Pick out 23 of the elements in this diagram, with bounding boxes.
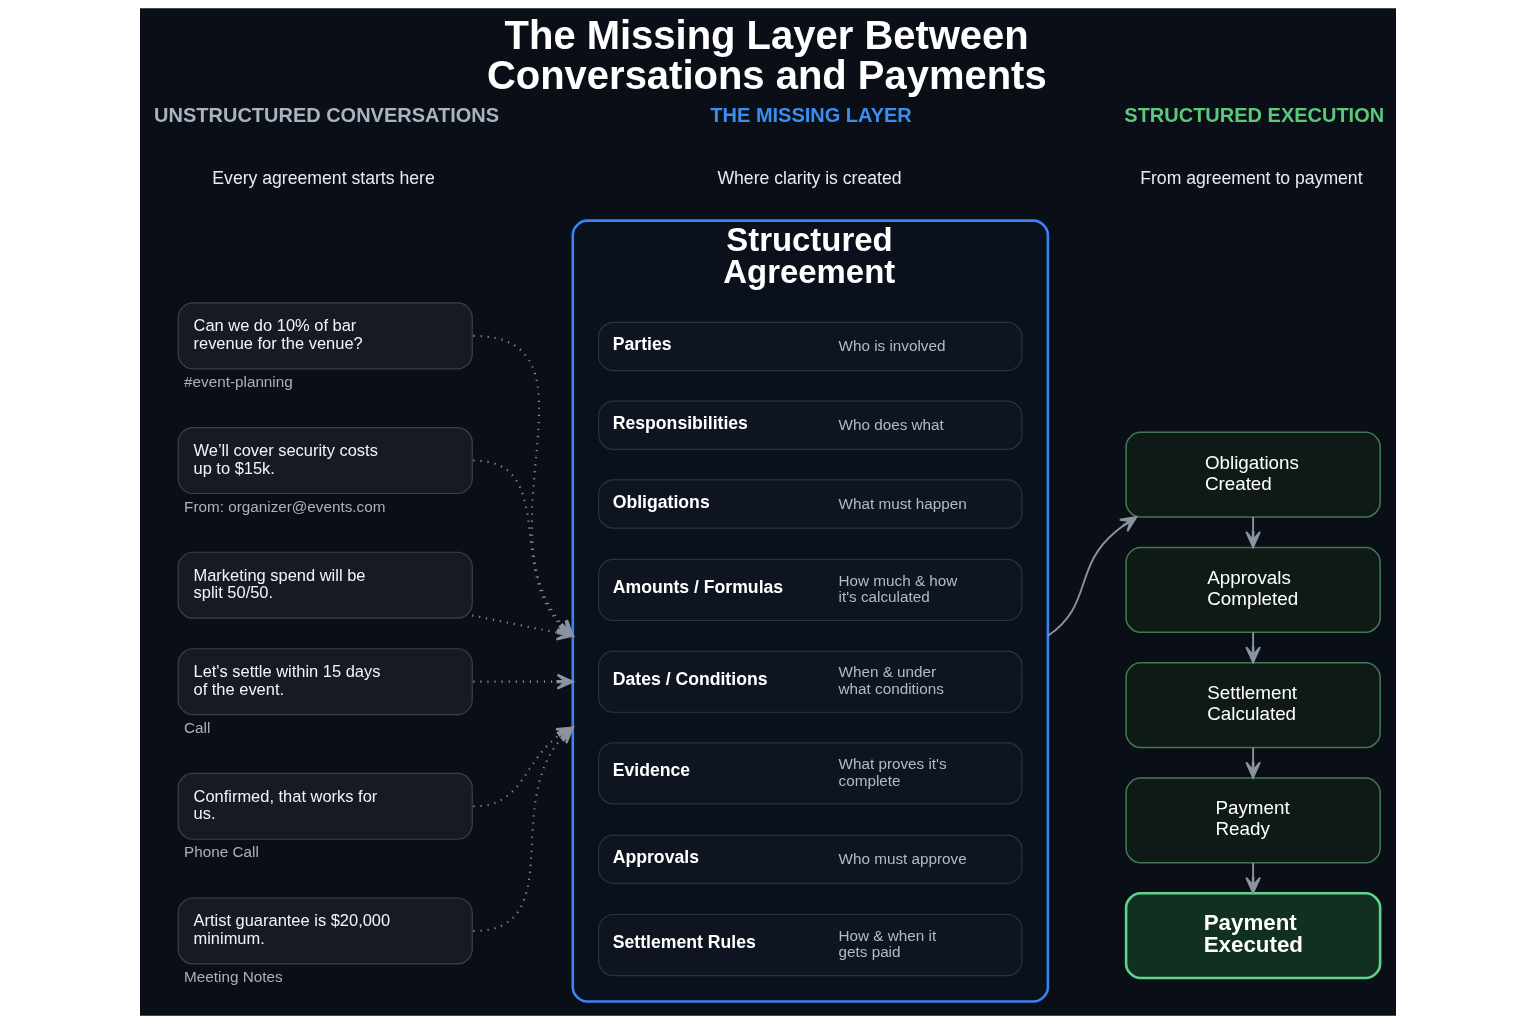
node-box: Settlement Calculated [1125,662,1381,749]
node-label: From: organizer@events.com [184,497,386,515]
arrow [1245,516,1261,549]
node-box: Payment Ready [1125,777,1381,864]
label: STRUCTURED EXECUTION [1124,103,1385,126]
label: Where clarity is created [717,167,902,188]
arrow [1046,516,1138,637]
node-label: Call [184,718,211,736]
diagram-title: The Missing Layer Between Conversations and Payments [486,12,1047,97]
label: Every agreement starts here [212,167,435,188]
node-box: Payment Executed [1124,892,1382,980]
node-label: #event-planning [184,372,293,390]
node-box: Obligations Created [1125,431,1381,518]
node-box: Approvals Completed [1125,546,1381,633]
arrow [1245,631,1261,664]
node-label: Phone Call [184,843,259,861]
label: UNSTRUCTURED CONVERSATIONS [154,103,500,126]
label: THE MISSING LAYER [710,103,912,126]
node-label: Meeting Notes [184,968,283,985]
arrow [1245,861,1261,894]
arrow [473,673,574,690]
arrow [1245,746,1261,779]
label: From agreement to payment [1140,167,1363,188]
